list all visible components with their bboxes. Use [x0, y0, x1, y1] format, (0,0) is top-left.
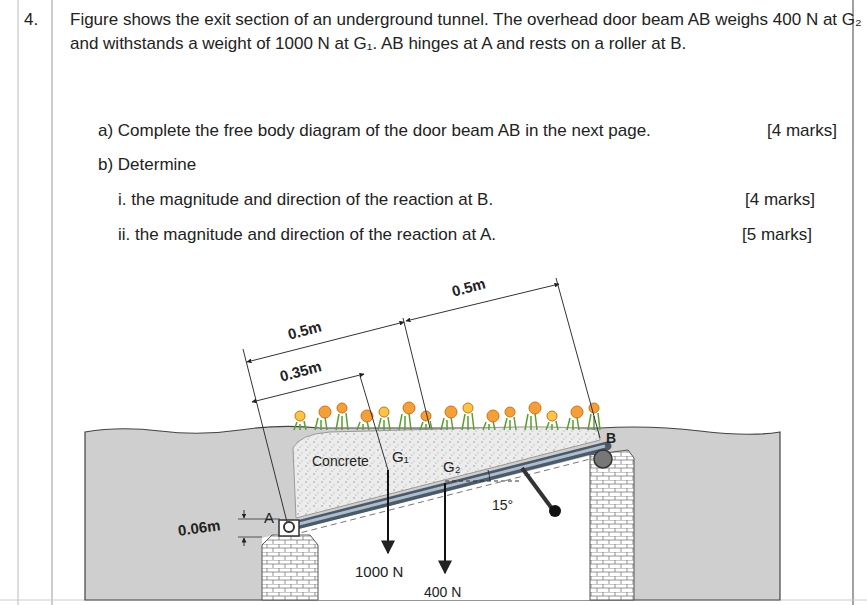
grass: [294, 421, 306, 430]
flower: [337, 403, 347, 413]
grass: [567, 417, 579, 430]
marks: [5 marks]: [742, 225, 812, 245]
force-label: 1000 N: [355, 563, 403, 580]
material-label: Concrete: [312, 453, 369, 469]
question-part: a) Complete the free body diagram of the…: [98, 121, 651, 141]
grass: [399, 413, 411, 430]
door-beam: [289, 446, 607, 527]
extension-line: [403, 318, 430, 428]
flower: [505, 407, 515, 417]
question-part: b) Determine: [98, 155, 196, 175]
marks: [4 marks]: [767, 121, 837, 141]
dimension-line: [247, 322, 404, 362]
border-line: [853, 0, 854, 605]
force-label: 400 N: [424, 584, 461, 600]
question-part: i. the magnitude and direction of the re…: [118, 190, 493, 210]
flower: [295, 411, 305, 421]
grass: [546, 421, 558, 430]
flower: [361, 410, 373, 422]
grass: [504, 417, 516, 430]
angle-label: 15°: [492, 497, 513, 513]
question-part: ii. the magnitude and direction of the r…: [118, 225, 496, 245]
flower: [379, 407, 389, 417]
load-arrow: [444, 483, 446, 573]
point-label: G₂: [443, 458, 461, 475]
flowers: [294, 402, 600, 430]
point-label: A: [264, 509, 274, 526]
grass: [462, 413, 474, 430]
marks: [4 marks]: [745, 190, 815, 210]
grass: [336, 413, 348, 430]
question-number: 4.: [24, 10, 38, 30]
hinge-pin: [284, 522, 294, 532]
left-pillar: [262, 535, 318, 600]
right-pillar: [590, 450, 634, 600]
dimension-label: 0.5m: [286, 317, 323, 342]
lever: [522, 468, 553, 510]
extension-line: [556, 278, 600, 438]
dimension-line: [252, 374, 364, 402]
flower: [463, 403, 473, 413]
problem-statement: Figure shows the exit section of an unde…: [70, 8, 862, 56]
hinge-support: [279, 520, 299, 536]
dimension-line: [244, 510, 245, 518]
dimension-label: 0.5m: [450, 274, 487, 299]
lever-knob: [549, 505, 561, 517]
dimension-line: [244, 538, 245, 546]
flower: [547, 411, 557, 421]
ground: [85, 426, 780, 600]
flower: [403, 402, 415, 414]
concrete-block: [293, 427, 600, 518]
grass: [441, 417, 453, 430]
point-label: G₁: [392, 448, 409, 465]
flower: [445, 406, 457, 418]
angle-arc: [488, 470, 490, 481]
grass: [378, 417, 390, 430]
flower: [529, 402, 541, 414]
grass: [420, 421, 432, 430]
extension-line: [238, 537, 262, 538]
border-line: [52, 0, 53, 605]
grass: [525, 413, 537, 430]
roller: [594, 450, 612, 468]
load-arrow: [387, 470, 389, 553]
flower: [487, 410, 499, 422]
border-line: [18, 0, 19, 605]
reference-line: [445, 481, 520, 482]
grass: [315, 417, 327, 430]
dimension-label: 0.35m: [278, 357, 323, 384]
door-beam: [291, 446, 605, 526]
point-label: B: [606, 430, 616, 446]
flower: [319, 406, 331, 418]
flower: [571, 406, 583, 418]
